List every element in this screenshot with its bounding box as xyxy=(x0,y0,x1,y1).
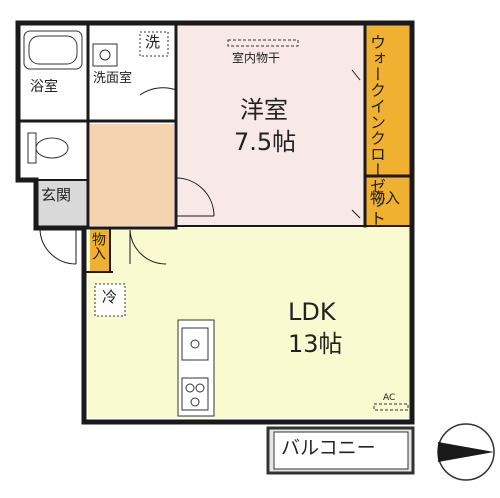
doors xyxy=(39,69,361,265)
western-room-floor xyxy=(178,25,365,225)
bath-floor xyxy=(20,25,88,120)
balcony-label: バルコニー xyxy=(281,437,376,459)
walk-in-closet-label: ウォークインクローゼット xyxy=(367,34,386,226)
washroom-label: 洗面室 xyxy=(93,71,133,86)
fridge-label: 冷 xyxy=(102,288,118,306)
aircon-unit xyxy=(373,403,409,411)
drying-rack-label: 室内物干 xyxy=(232,51,281,65)
bath-label: 浴室 xyxy=(30,79,58,95)
aircon-label: AC xyxy=(383,393,396,403)
stove-icon xyxy=(181,377,209,411)
kitchen-counter xyxy=(177,319,215,417)
entrance-floor xyxy=(38,180,88,226)
compass-icon xyxy=(437,423,495,481)
hall-floor xyxy=(90,124,174,226)
storage-upper-label: 物入 xyxy=(370,189,401,207)
fridge-box xyxy=(94,283,126,317)
sink-icon xyxy=(92,43,118,67)
toilet-icon xyxy=(27,132,69,164)
washer-box xyxy=(139,31,169,57)
ldk-floor xyxy=(88,228,411,418)
balcony-inner xyxy=(273,431,409,470)
storage-upper-floor xyxy=(366,177,410,225)
ldk-name: LDK xyxy=(288,298,336,326)
storage-lower-label: 物入 xyxy=(90,232,106,260)
storage-lower-overlay xyxy=(90,229,110,271)
western-room-name: 洋室 xyxy=(240,96,288,124)
walk-in-closet-floor xyxy=(366,25,410,175)
drying-rack-icon xyxy=(227,39,299,47)
ldk-size: 13帖 xyxy=(288,330,343,358)
balcony-outline xyxy=(266,426,415,475)
walls xyxy=(15,20,415,425)
western-room-size: 7.5帖 xyxy=(234,128,297,156)
bathtub-icon xyxy=(23,30,83,70)
entrance-label: 玄関 xyxy=(41,186,72,204)
washer-label: 洗 xyxy=(145,33,161,51)
toilet-floor xyxy=(20,120,88,178)
